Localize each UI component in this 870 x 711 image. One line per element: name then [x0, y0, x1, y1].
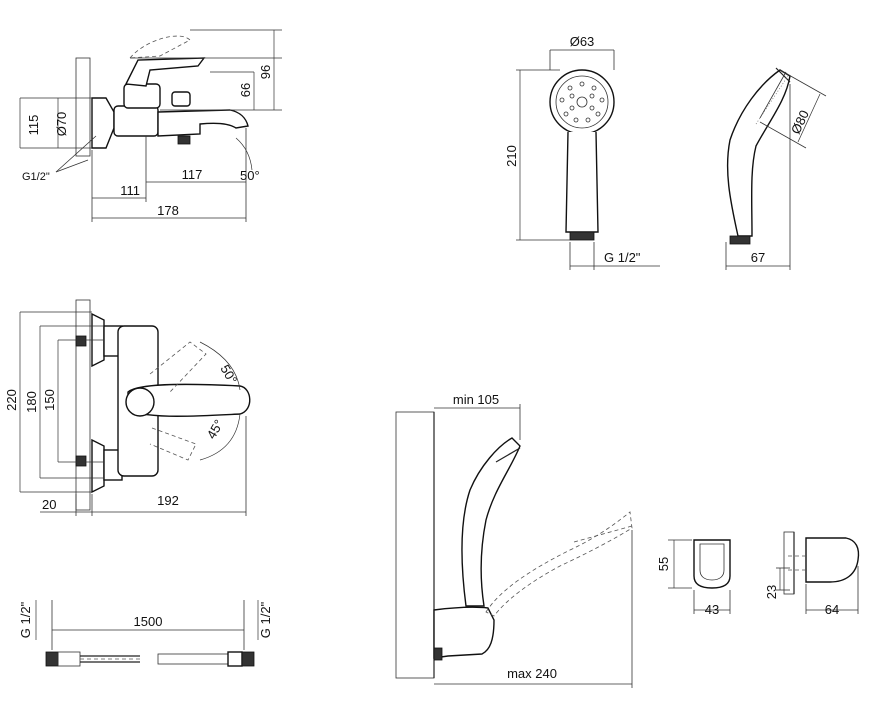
hose-drawing: 1500 G 1/2" G 1/2" [18, 600, 273, 667]
spout [157, 109, 249, 137]
handle-top [127, 383, 251, 417]
dim-1500: 1500 [134, 614, 163, 629]
holder-front: 43 55 [656, 539, 731, 617]
dim-150: 150 [42, 389, 57, 411]
dim-angle-50: 50° [240, 168, 260, 183]
spray-nozzles [559, 81, 605, 123]
shower-outlet [177, 135, 191, 145]
wall-hatch-top [75, 299, 91, 511]
shower-thread: G 1/2" [604, 250, 641, 265]
holder-side: 23 64 [764, 531, 860, 617]
cartridge-column [123, 83, 161, 109]
mixer-side-view: 115 Ø70 G1/2" 66 96 111 117 50° 178 [19, 29, 282, 222]
mixer-body [113, 105, 159, 137]
escutcheon [91, 97, 115, 149]
hose-thread-left: G 1/2" [18, 601, 33, 638]
dim-66: 66 [238, 83, 253, 97]
dim-178: 178 [157, 203, 179, 218]
diverter-knob [171, 91, 191, 107]
dim-20: 20 [42, 497, 56, 512]
dim-64: 64 [825, 602, 839, 617]
wall-hatch-mount [395, 411, 435, 679]
hose-nut-left [45, 651, 59, 667]
dim-max-240: max 240 [507, 666, 557, 681]
dim-dia-70: Ø70 [54, 112, 69, 137]
dim-dia-80: Ø80 [788, 108, 812, 137]
mixer-top-view: 50° 45° 220 180 150 20 192 [4, 299, 251, 516]
hose-nut-right [241, 651, 255, 667]
dim-111: 111 [120, 183, 140, 198]
shower-ghost [485, 511, 633, 617]
dim-dia-63: Ø63 [570, 34, 595, 49]
lever-ghost [129, 35, 191, 59]
dim-180: 180 [24, 391, 39, 413]
lever [124, 57, 206, 87]
thread-label: G1/2" [22, 171, 50, 183]
dim-angle-50-top: 50° [217, 362, 240, 387]
dim-67: 67 [751, 250, 765, 265]
dim-192: 192 [157, 493, 179, 508]
holder-front-body [693, 539, 731, 589]
hose-thread-right: G 1/2" [258, 601, 273, 638]
shower-body-side [726, 69, 791, 237]
wall-holder [433, 606, 495, 659]
holder-side-body [805, 537, 860, 583]
wall-mount-assembly: min 105 max 240 [395, 392, 633, 688]
shower-head-front [549, 69, 615, 135]
dim-55: 55 [656, 557, 671, 571]
dim-23: 23 [764, 585, 779, 599]
dim-min-105: min 105 [453, 392, 499, 407]
dim-210: 210 [504, 145, 519, 167]
wall-hatch [75, 57, 91, 157]
dim-angle-45: 45° [204, 417, 227, 442]
hand-shower-side: Ø80 67 [725, 67, 827, 270]
shower-upright [461, 437, 521, 607]
dim-96: 96 [258, 65, 273, 79]
dim-115: 115 [26, 115, 41, 136]
dim-220: 220 [4, 389, 19, 411]
hand-shower-front: Ø63 210 G 1/2" [504, 34, 660, 270]
shower-handle-front [565, 131, 599, 233]
dim-117: 117 [182, 167, 203, 182]
dim-43: 43 [705, 602, 719, 617]
